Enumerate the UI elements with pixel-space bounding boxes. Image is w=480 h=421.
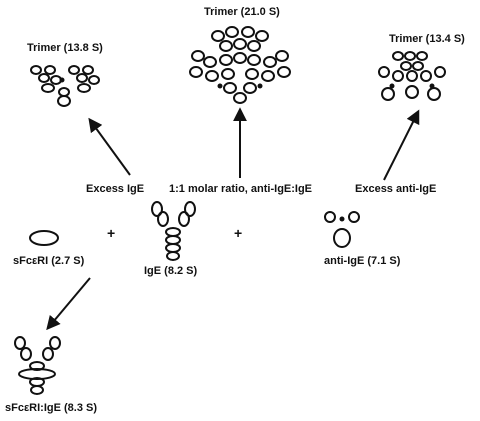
ige-molecule xyxy=(151,201,196,261)
plus-sign: + xyxy=(107,225,116,241)
arrow-to-complex xyxy=(46,277,91,331)
molar-ratio-label: 1:1 molar ratio, anti-IgE:IgE xyxy=(169,183,313,195)
excess-anti-ige-label: Excess anti-IgE xyxy=(355,183,437,195)
complex-molecule xyxy=(14,336,61,395)
trimer-right-shape xyxy=(378,51,446,101)
trimer-left-label: Trimer (13.8 S) xyxy=(27,42,103,54)
plus-sign: + xyxy=(234,225,243,241)
excess-ige-label: Excess IgE xyxy=(86,183,145,195)
arrow-to-trimer-left xyxy=(88,117,131,176)
trimer-left-shape xyxy=(30,65,100,107)
sfceri-label: sFcεRI (2.7 S) xyxy=(13,255,85,267)
sfceri-receptor-shape xyxy=(29,230,59,246)
trimer-center-label: Trimer (21.0 S) xyxy=(204,6,280,18)
trimer-right-label: Trimer (13.4 S) xyxy=(389,33,465,45)
anti-ige-molecule xyxy=(324,211,360,248)
arrow-to-trimer-right xyxy=(383,109,420,181)
ige-label: IgE (8.2 S) xyxy=(144,265,198,277)
trimer-center-shape xyxy=(189,26,291,104)
anti-ige-label: anti-IgE (7.1 S) xyxy=(324,255,401,267)
complex-label: sFcεRI:IgE (8.3 S) xyxy=(5,402,98,414)
